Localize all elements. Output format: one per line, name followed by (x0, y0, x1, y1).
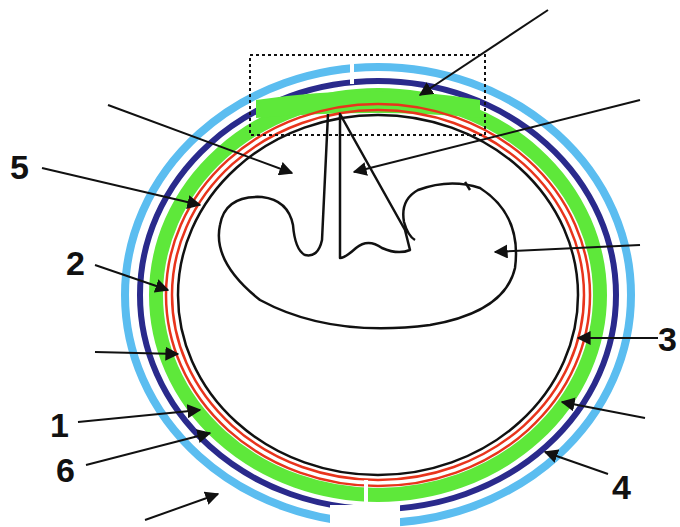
navy-membrane (140, 81, 616, 509)
dashed-box (250, 55, 485, 135)
callout-number: 3 (658, 322, 677, 356)
red-line-outer (166, 104, 590, 486)
bottom-gap (364, 480, 368, 506)
callout-number: 4 (612, 470, 631, 504)
top-gap (350, 60, 354, 84)
inner-membrane (178, 115, 578, 475)
callout-number: 1 (50, 408, 69, 442)
callout-number: 5 (10, 150, 29, 184)
callout-number: 6 (56, 453, 75, 487)
embryo-outline (219, 114, 516, 328)
bottom-opening (330, 505, 400, 527)
green-layer (156, 95, 600, 495)
embryo-tip (465, 182, 470, 190)
leader-lines (42, 10, 658, 520)
callout-number: 2 (66, 246, 85, 280)
